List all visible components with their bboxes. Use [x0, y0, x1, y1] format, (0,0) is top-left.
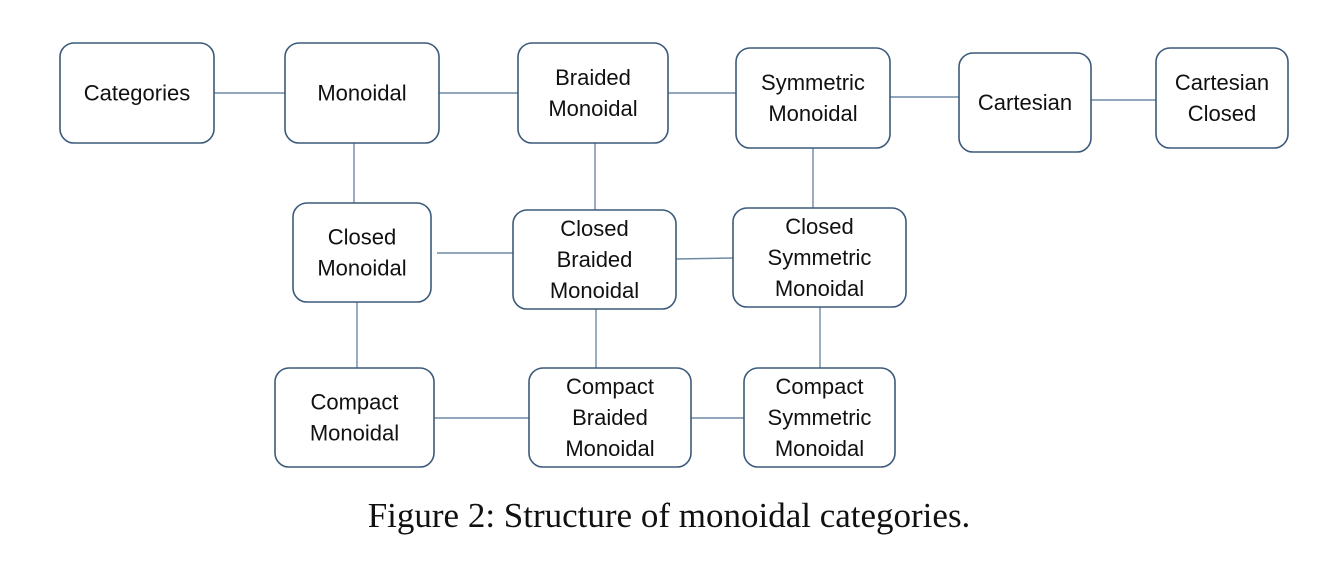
node-monoidal: Monoidal	[284, 42, 440, 144]
node-box	[958, 52, 1092, 153]
node-box	[292, 202, 432, 303]
node-box	[1155, 47, 1289, 149]
node-label-line: Monoidal	[565, 436, 654, 461]
node-label-line: Symmetric	[768, 405, 872, 430]
node-label-line: Closed	[560, 216, 628, 241]
node-label-line: Monoidal	[317, 256, 406, 281]
node-label-line: Closed	[1188, 101, 1256, 126]
node-categories: Categories	[59, 42, 215, 144]
node-label-line: Cartesian	[978, 90, 1072, 115]
edge-closed-braided-monoidal-to-closed-symmetric-monoidal	[675, 257, 734, 260]
node-label-line: Categories	[84, 81, 190, 106]
node-box	[59, 42, 215, 144]
node-label-line: Cartesian	[1175, 70, 1269, 95]
node-box	[284, 42, 440, 144]
node-label-line: Symmetric	[761, 70, 865, 95]
node-box	[274, 367, 435, 468]
node-label-line: Symmetric	[768, 245, 872, 270]
node-box	[735, 47, 891, 149]
node-label-line: Closed	[328, 225, 396, 250]
node-label-line: Closed	[785, 214, 853, 239]
node-label-line: Monoidal	[548, 96, 637, 121]
node-label-line: Monoidal	[768, 101, 857, 126]
node-label-line: Monoidal	[550, 278, 639, 303]
node-label-line: Compact	[775, 374, 863, 399]
node-label-line: Braided	[557, 247, 633, 272]
node-label-line: Monoidal	[317, 81, 406, 106]
edges	[214, 92, 1156, 419]
node-label-line: Braided	[555, 65, 631, 90]
node-label-line: Monoidal	[310, 421, 399, 446]
node-cartesian: Cartesian	[958, 52, 1092, 153]
figure-caption: Figure 2: Structure of monoidal categori…	[367, 496, 971, 535]
node-box	[517, 42, 669, 144]
node-box	[528, 367, 692, 468]
node-label-line: Compact	[310, 390, 398, 415]
node-label-line: Compact	[566, 374, 654, 399]
node-box	[512, 209, 677, 310]
node-box	[743, 367, 896, 468]
node-label-line: Monoidal	[775, 436, 864, 461]
node-label-line: Braided	[572, 405, 648, 430]
node-label-line: Monoidal	[775, 276, 864, 301]
node-box	[732, 207, 907, 308]
